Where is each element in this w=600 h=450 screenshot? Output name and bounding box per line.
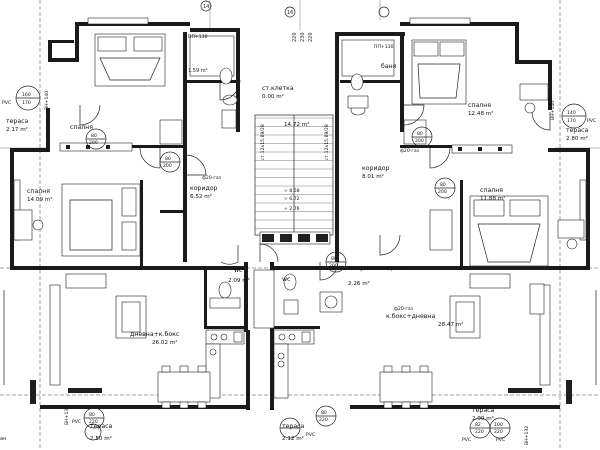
beds xyxy=(61,33,549,267)
tag-pvc-s-w: 80 xyxy=(321,410,327,416)
radiators xyxy=(30,380,572,404)
annotation-gas-w: ф20-газ xyxy=(202,175,222,181)
annotation-right-edge-top: ВН+140 xyxy=(550,101,556,120)
tag-door-bed-e2: 200 xyxy=(415,138,424,144)
room-area-terrace-ne: 2.80 m² xyxy=(566,135,588,142)
tag-door-wc-e: 80 xyxy=(331,256,337,262)
tag-pvc-ne-type: PVC xyxy=(587,118,596,124)
tag-door-bed-w: 80 xyxy=(91,133,97,139)
tag-pvc-sw-w: 80 xyxy=(89,412,95,418)
room-area-terrace-se: 2.90 m² xyxy=(472,415,494,422)
sanitary xyxy=(189,35,395,315)
wardrobes xyxy=(59,142,513,329)
opening-tags xyxy=(15,85,587,441)
tag-pvc-ne-w: 140 xyxy=(567,110,576,116)
tag-door-bed-h: 200 xyxy=(89,140,98,146)
tag-pvc-s-type: PVC xyxy=(306,432,315,438)
room-area-bedroom-e: 11.88 m² xyxy=(480,195,505,202)
annotation-gas-e2: ф20-газ xyxy=(394,306,414,312)
desks xyxy=(13,83,585,250)
tag-door-bed-e3: 80 xyxy=(440,182,446,188)
room-area-terrace-nw: 2.17 m² xyxy=(6,126,28,133)
svg-text:16: 16 xyxy=(287,10,293,16)
room-name-bedroom-w: спалня xyxy=(27,188,50,195)
room-area-bedroom-w: 14.09 m² xyxy=(27,196,52,203)
tag-pvc-nw-type: PVC xyxy=(2,100,11,106)
annotation-stair-note-2: ст.12x15.89/28 xyxy=(324,124,330,160)
tag-pvc-se2-h: 220 xyxy=(494,429,503,435)
svg-text:14: 14 xyxy=(203,4,209,10)
dining-tables xyxy=(157,365,433,409)
tag-pvc-se-h: 220 xyxy=(475,429,484,435)
room-name-living-e: к.бокс+дневна xyxy=(386,312,435,320)
room-name-terrace-se: тераса xyxy=(472,407,495,414)
labels: спалня спалня 14.09 m² спалня 12.48 m² с… xyxy=(0,32,596,445)
room-name-terrace-s: тераса xyxy=(282,423,305,430)
room-name-living-w: дневна+к.бокс xyxy=(130,330,180,338)
room-area-bedroom-ne: 12.48 m² xyxy=(468,110,493,117)
room-area-wet-room: 2.26 m² xyxy=(348,280,370,287)
room-name-wc-w: wc xyxy=(234,267,243,274)
room-name-bedroom-ne: спалня xyxy=(468,102,491,109)
living-furniture xyxy=(65,273,545,339)
annotation-level-2: + 6.72 xyxy=(284,196,300,202)
tag-pvc-se-type: PVC xyxy=(462,437,471,443)
tag-pvc-nw-w: 160 xyxy=(22,92,31,98)
tag-pvc-s-h: 220 xyxy=(319,417,328,423)
room-area-stairs: 14.72 m² xyxy=(284,121,309,128)
room-area-living-e: 28.47 m² xyxy=(438,321,463,328)
annotation-top-right-tag: ПП+130 xyxy=(374,44,394,50)
room-area-wc-w: 2.09 m² xyxy=(228,277,250,284)
annotation-left-bottom-tag: ВН+132 xyxy=(64,406,70,425)
top-markers: 14 16 xyxy=(200,0,390,18)
tag-pvc-nw-h: 170 xyxy=(22,100,31,106)
room-area-terrace-s: 2.12 m² xyxy=(282,435,304,442)
tag-pvc-sw-type: PVC xyxy=(72,419,81,425)
tag-door-bed-h2: 200 xyxy=(163,163,172,169)
kitchens xyxy=(205,329,315,399)
room-name-wc-e: wc xyxy=(282,276,291,283)
annotation-stair-note: ст.12x15.89/28 xyxy=(260,124,266,160)
annotation-area-small: 1.59 m² xyxy=(188,68,208,74)
dim-top-a: 220 xyxy=(292,32,298,42)
room-area-terrace-sw: 2.50 m² xyxy=(90,435,112,442)
room-name-bedroom-e: спалня xyxy=(480,187,503,194)
tag-door-bed-e: 80 xyxy=(417,131,423,137)
tag-door-wc-e2: 200 xyxy=(329,263,338,269)
room-area-living-w: 26.02 m² xyxy=(152,339,177,346)
tag-pvc-se2-w: 100 xyxy=(494,422,503,428)
staircase xyxy=(254,114,334,245)
annotation-top-left-tag: ПП+130 xyxy=(188,34,208,40)
room-area-corridor-w: 6.52 m² xyxy=(190,193,212,200)
annotation-right-bottom-tag: ВН+132 xyxy=(524,426,530,445)
room-name-terrace-sw: тераса xyxy=(90,423,113,430)
door-swings xyxy=(79,79,551,281)
annotation-gas-e: ф20-газ xyxy=(400,148,420,154)
dim-top-c: 220 xyxy=(308,32,314,42)
dim-top-b: 230 xyxy=(300,32,306,42)
room-name-corridor-e: коридор xyxy=(362,165,390,172)
annotation-level-3: + 2.76 xyxy=(284,206,300,212)
room-area-stairwell: 0.00 m² xyxy=(262,93,284,100)
room-name-terrace-ne: тераса xyxy=(566,127,589,134)
tag-door-bed-e4: 200 xyxy=(438,189,447,195)
room-name-stairwell: ст.клетка xyxy=(262,85,294,92)
room-name-wet-room: мокро помещение xyxy=(348,265,408,272)
annotation-level-1: + 8.58 xyxy=(284,188,300,194)
tag-pvc-sw-h: 220 xyxy=(89,419,98,425)
tag-pvc-se2-type: PVC xyxy=(496,437,505,443)
annotation-bottom-left: ан xyxy=(0,436,6,442)
room-name-terrace-nw: тераса xyxy=(6,118,29,125)
room-name-bath-ne: баня xyxy=(381,62,397,70)
room-area-corridor-e: 8.01 m² xyxy=(362,173,384,180)
tag-door-bed-w2: 80 xyxy=(165,156,171,162)
tag-pvc-se-w: 82 xyxy=(475,422,481,428)
annotation-left-edge-top: ВН+140 xyxy=(44,91,50,110)
tag-pvc-ne-h: 170 xyxy=(567,118,576,124)
room-name-bedroom-nw: спалня xyxy=(70,124,93,131)
room-name-corridor-w: коридор xyxy=(190,185,218,192)
